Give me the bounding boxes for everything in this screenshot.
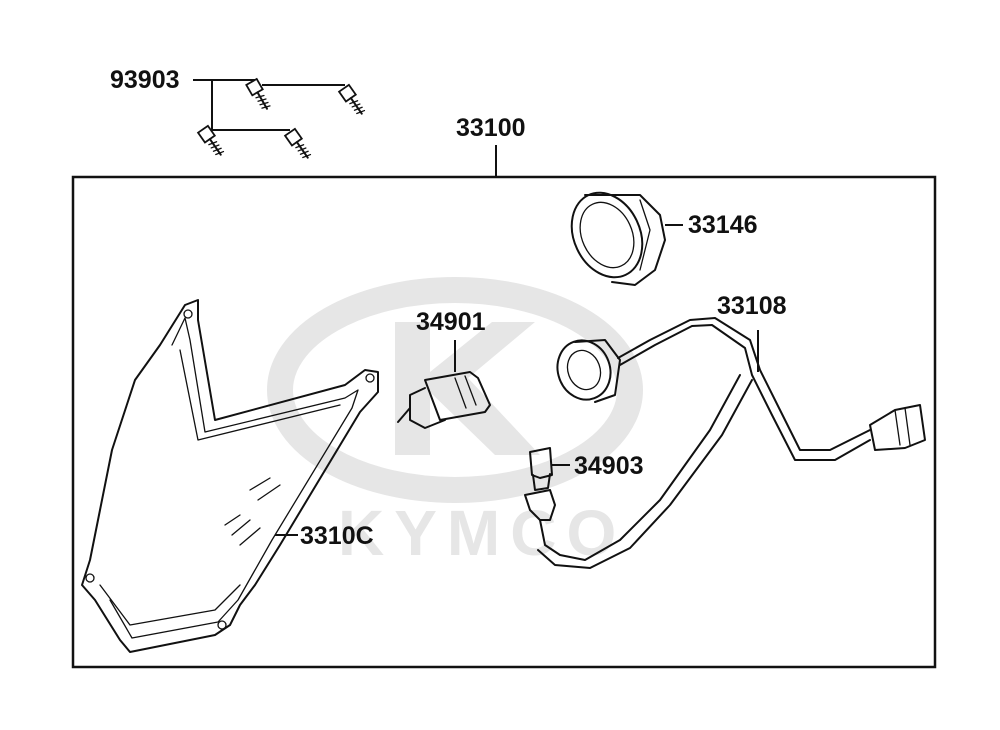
part-label-34903: 34903 <box>574 452 644 480</box>
part-label-34901: 34901 <box>416 308 486 336</box>
position-bulb-icon <box>529 447 570 491</box>
wiring-harness-icon <box>524 317 926 569</box>
screw-icon <box>337 83 366 115</box>
screw-icon <box>196 124 225 156</box>
part-label-3310C: 3310C <box>300 522 374 550</box>
leader-93903 <box>193 79 345 131</box>
part-label-33108: 33108 <box>717 292 787 320</box>
headlight-housing-icon <box>81 299 379 653</box>
headlight-bulb-icon <box>397 340 491 429</box>
screw-icon <box>283 127 312 159</box>
watermark-k-logo-icon <box>395 322 540 455</box>
part-label-33146: 33146 <box>688 211 758 239</box>
kymco-watermark: KYMCO <box>267 277 643 569</box>
watermark-outer-ring <box>267 277 643 503</box>
assembly-frame <box>71 175 937 669</box>
watermark-text: KYMCO <box>338 497 626 569</box>
socket-seal-icon <box>570 191 683 286</box>
part-label-33100: 33100 <box>456 114 526 142</box>
part-label-93903: 93903 <box>110 66 180 94</box>
screw-icon <box>245 77 271 110</box>
